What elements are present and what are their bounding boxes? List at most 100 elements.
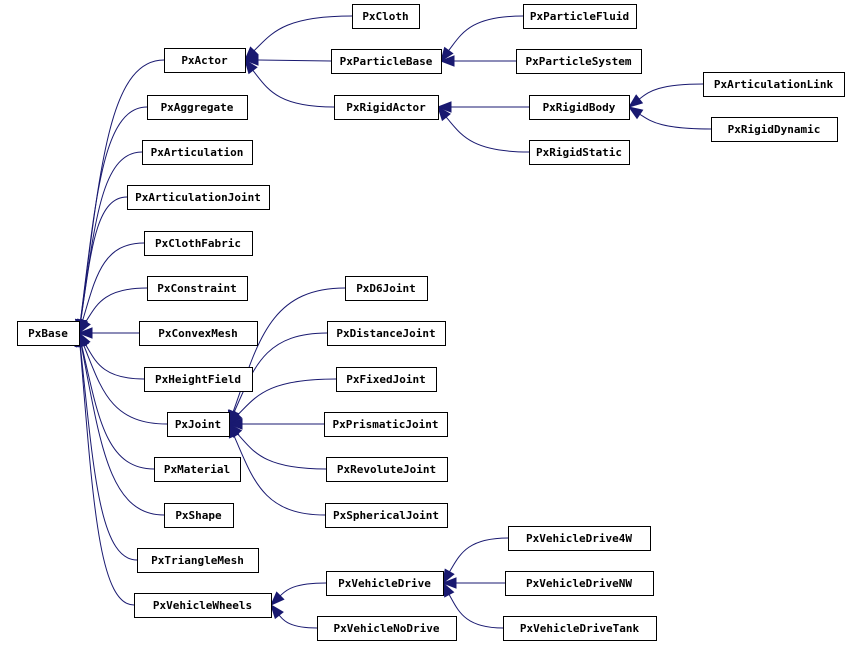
node-px-fixed-joint[interactable]: PxFixedJoint	[336, 367, 437, 392]
node-px-shape[interactable]: PxShape	[164, 503, 234, 528]
node-label-px-convex-mesh: PxConvexMesh	[158, 327, 237, 340]
arrowhead-px-rigid-dynamic-to-px-rigid-body	[627, 106, 644, 120]
node-px-vehicle-drive[interactable]: PxVehicleDrive	[326, 571, 444, 596]
node-px-spherical-joint[interactable]: PxSphericalJoint	[325, 503, 448, 528]
node-box-px-base	[17, 321, 80, 346]
edge-px-shape-to-px-base	[80, 345, 165, 516]
node-px-constraint[interactable]: PxConstraint	[147, 276, 248, 301]
node-box-px-d6-joint	[345, 276, 428, 301]
arrowhead-px-prismatic-joint-to-px-joint	[227, 418, 243, 430]
node-px-height-field[interactable]: PxHeightField	[144, 367, 253, 392]
node-px-particle-base[interactable]: PxParticleBase	[331, 49, 442, 74]
node-box-px-joint	[167, 412, 230, 437]
node-label-px-material: PxMaterial	[164, 463, 230, 476]
node-box-px-particle-system	[516, 49, 642, 74]
node-px-articulation-link[interactable]: PxArticulationLink	[703, 72, 845, 97]
node-label-px-fixed-joint: PxFixedJoint	[346, 373, 425, 386]
node-label-px-rigid-body: PxRigidBody	[543, 101, 616, 114]
edge-px-particle-base-to-px-actor	[257, 59, 332, 62]
edge-px-vehicle-drive-tank-to-px-vehicle-drive	[448, 594, 504, 629]
node-box-px-cloth-fabric	[144, 231, 253, 256]
node-px-cloth-fabric[interactable]: PxClothFabric	[144, 231, 253, 256]
edge-px-triangle-mesh-to-px-base	[79, 345, 138, 561]
node-box-px-rigid-body	[529, 95, 630, 120]
arrowhead-px-convex-mesh-to-px-base	[77, 327, 93, 339]
node-px-articulation-joint[interactable]: PxArticulationJoint	[127, 185, 270, 210]
edge-px-height-field-to-px-base	[84, 344, 145, 380]
node-px-aggregate[interactable]: PxAggregate	[147, 95, 248, 120]
arrowhead-px-rigid-body-to-px-rigid-actor	[436, 101, 452, 113]
arrowhead-px-vehicle-drive-nw-to-px-vehicle-drive	[441, 577, 457, 589]
edge-px-cloth-to-px-actor	[253, 15, 353, 52]
edge-px-vehicle-no-drive-to-px-vehicle-wheels	[278, 614, 318, 629]
node-box-px-prismatic-joint	[324, 412, 448, 437]
node-px-vehicle-drive-tank[interactable]: PxVehicleDriveTank	[503, 616, 657, 641]
node-px-rigid-actor[interactable]: PxRigidActor	[334, 95, 439, 120]
node-px-particle-fluid[interactable]: PxParticleFluid	[523, 4, 637, 29]
node-px-vehicle-no-drive[interactable]: PxVehicleNoDrive	[317, 616, 457, 641]
node-label-px-rigid-dynamic: PxRigidDynamic	[728, 123, 821, 136]
node-box-px-vehicle-drive-tank	[503, 616, 657, 641]
node-label-px-rigid-static: PxRigidStatic	[536, 146, 622, 159]
edge-px-constraint-to-px-base	[85, 287, 148, 323]
arrowhead-px-particle-base-to-px-actor	[243, 54, 259, 66]
edge-px-rigid-static-to-px-rigid-actor	[445, 116, 530, 153]
node-label-px-articulation-link: PxArticulationLink	[714, 78, 834, 91]
node-box-px-articulation	[142, 140, 253, 165]
node-px-prismatic-joint[interactable]: PxPrismaticJoint	[324, 412, 448, 437]
node-label-px-vehicle-no-drive: PxVehicleNoDrive	[334, 622, 440, 635]
edge-px-articulation-link-to-px-rigid-body	[638, 83, 704, 100]
edge-px-joint-to-px-base	[83, 344, 168, 425]
node-label-px-joint: PxJoint	[175, 418, 221, 431]
node-label-px-articulation-joint: PxArticulationJoint	[135, 191, 261, 204]
edge-px-d6-joint-to-px-joint	[232, 287, 346, 412]
edge-px-vehicle-drive4-w-to-px-vehicle-drive	[449, 537, 509, 573]
node-px-rigid-body[interactable]: PxRigidBody	[529, 95, 630, 120]
node-box-px-cloth	[352, 4, 420, 29]
node-px-particle-system[interactable]: PxParticleSystem	[516, 49, 642, 74]
node-px-vehicle-wheels[interactable]: PxVehicleWheels	[134, 593, 272, 618]
node-label-px-vehicle-drive: PxVehicleDrive	[338, 577, 431, 590]
node-px-rigid-dynamic[interactable]: PxRigidDynamic	[711, 117, 838, 142]
node-px-revolute-joint[interactable]: PxRevoluteJoint	[326, 457, 448, 482]
node-box-px-vehicle-drive-nw	[505, 571, 654, 596]
node-px-d6-joint[interactable]: PxD6Joint	[345, 276, 428, 301]
node-box-px-actor	[164, 48, 246, 73]
node-label-px-d6-joint: PxD6Joint	[356, 282, 416, 295]
node-px-actor[interactable]: PxActor	[164, 48, 246, 73]
node-box-px-vehicle-drive4-w	[508, 526, 651, 551]
node-px-vehicle-drive4-w[interactable]: PxVehicleDrive4W	[508, 526, 651, 551]
node-px-rigid-static[interactable]: PxRigidStatic	[529, 140, 630, 165]
arrowhead-px-constraint-to-px-base	[78, 318, 91, 335]
arrowhead-px-particle-system-to-px-particle-base	[439, 55, 455, 67]
node-px-joint[interactable]: PxJoint	[167, 412, 230, 437]
node-label-px-rigid-actor: PxRigidActor	[346, 101, 426, 114]
node-box-px-convex-mesh	[139, 321, 258, 346]
node-box-px-distance-joint	[327, 321, 446, 346]
node-box-px-constraint	[147, 276, 248, 301]
node-label-px-vehicle-wheels: PxVehicleWheels	[153, 599, 252, 612]
node-box-px-aggregate	[147, 95, 248, 120]
edge-px-fixed-joint-to-px-joint	[237, 378, 337, 415]
node-px-triangle-mesh[interactable]: PxTriangleMesh	[137, 548, 259, 573]
node-px-cloth[interactable]: PxCloth	[352, 4, 420, 29]
node-px-distance-joint[interactable]: PxDistanceJoint	[327, 321, 446, 346]
arrowhead-px-vehicle-drive-to-px-vehicle-wheels	[270, 591, 285, 606]
node-px-base[interactable]: PxBase	[17, 321, 80, 346]
node-box-px-revolute-joint	[326, 457, 448, 482]
arrowhead-px-particle-fluid-to-px-particle-base	[440, 46, 454, 63]
edge-px-vehicle-drive-to-px-vehicle-wheels	[279, 582, 327, 597]
node-px-articulation[interactable]: PxArticulation	[142, 140, 253, 165]
node-label-px-particle-system: PxParticleSystem	[526, 55, 632, 68]
node-px-vehicle-drive-nw[interactable]: PxVehicleDriveNW	[505, 571, 654, 596]
node-px-material[interactable]: PxMaterial	[154, 457, 241, 482]
edge-px-distance-joint-to-px-joint	[233, 332, 328, 413]
arrowhead-px-rigid-static-to-px-rigid-actor	[437, 105, 451, 122]
node-label-px-triangle-mesh: PxTriangleMesh	[151, 554, 244, 567]
node-box-px-spherical-joint	[325, 503, 448, 528]
node-label-px-particle-base: PxParticleBase	[340, 55, 433, 68]
node-box-px-rigid-static	[529, 140, 630, 165]
node-box-px-vehicle-no-drive	[317, 616, 457, 641]
node-px-convex-mesh[interactable]: PxConvexMesh	[139, 321, 258, 346]
